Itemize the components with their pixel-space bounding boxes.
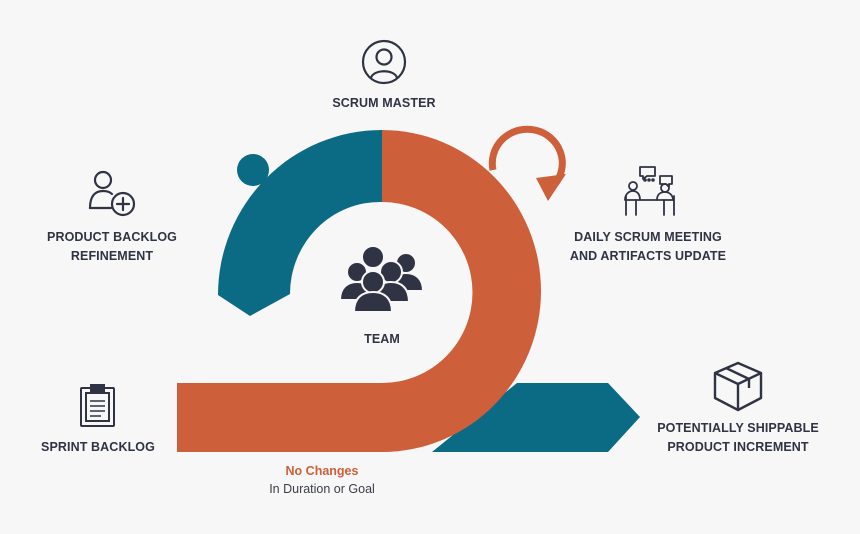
product-backlog-label: PRODUCT BACKLOG REFINEMENT: [12, 228, 212, 266]
daily-scrum-label: DAILY SCRUM MEETING AND ARTIFACTS UPDATE: [548, 228, 748, 266]
increment-line1: POTENTIALLY SHIPPABLE: [657, 421, 819, 435]
scrum-master-label: SCRUM MASTER: [284, 94, 484, 113]
sprint-start-dot: [237, 154, 269, 186]
daily-loop-arrow: [488, 125, 566, 187]
scrum-master-label-text: SCRUM MASTER: [332, 96, 436, 110]
increment-label: POTENTIALLY SHIPPABLE PRODUCT INCREMENT: [636, 419, 840, 457]
meeting-icon: [624, 166, 675, 216]
product-backlog-line2: REFINEMENT: [70, 249, 154, 263]
no-changes-title: No Changes: [285, 464, 359, 478]
sprint-start-arc: [218, 130, 382, 316]
daily-loop-arrowhead: [536, 174, 566, 201]
increment-arrow: [432, 383, 640, 452]
sprint-backlog-label: SPRINT BACKLOG: [0, 438, 196, 457]
box-icon: [713, 361, 763, 412]
no-changes-subtitle: In Duration or Goal: [269, 482, 375, 496]
user-add-icon: [88, 170, 136, 217]
product-backlog-line1: PRODUCT BACKLOG: [47, 230, 177, 244]
increment-line2: PRODUCT INCREMENT: [667, 440, 809, 454]
sprint-arc: [177, 130, 541, 452]
team-icon: [338, 245, 425, 313]
team-label: TEAM: [332, 330, 432, 349]
clipboard-icon: [80, 384, 115, 427]
daily-scrum-line1: DAILY SCRUM MEETING: [574, 230, 722, 244]
user-circle-icon: [361, 39, 407, 85]
team-label-text: TEAM: [364, 332, 400, 346]
sprint-backlog-label-text: SPRINT BACKLOG: [41, 440, 155, 454]
daily-scrum-line2: AND ARTIFACTS UPDATE: [569, 249, 727, 263]
